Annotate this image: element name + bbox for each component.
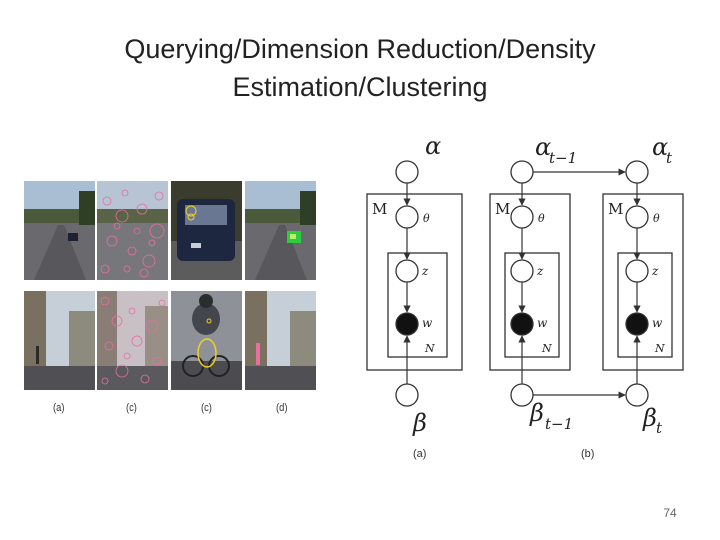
beta-t-subscript: t <box>656 419 663 437</box>
photo-car-closeup <box>171 181 242 280</box>
model-a: α M θ z w N β (a) <box>366 132 463 460</box>
w-label-a: w <box>422 316 433 330</box>
beta-prev-subscript: t−1 <box>545 415 573 433</box>
theta-node-a <box>395 205 419 229</box>
w-label-t: w <box>652 316 663 330</box>
w-node-prev <box>510 312 534 336</box>
beta-t-node <box>625 383 649 407</box>
theta-node-t <box>625 205 649 229</box>
plate-n-a <box>387 252 448 358</box>
plate-m-label-t: M <box>608 200 623 218</box>
alpha-t-subscript: t <box>666 149 673 167</box>
z-node-prev <box>510 259 534 283</box>
alpha-prev-symbol: α <box>535 133 551 161</box>
w-node-a <box>395 312 419 336</box>
plate-n-prev <box>504 252 560 358</box>
plate-n-label-prev: N <box>541 342 552 355</box>
theta-node-prev <box>510 205 534 229</box>
alpha-symbol: α <box>425 132 441 160</box>
z-label-a: z <box>421 264 429 278</box>
plate-m-label-a: M <box>372 200 387 218</box>
alpha-t-symbol: α <box>652 133 668 161</box>
slide-title-line-1: Querying/Dimension Reduction/Density <box>124 34 596 64</box>
photo-label-1: (a) <box>53 402 65 414</box>
photo-street-original <box>24 291 95 390</box>
model-a-label: (a) <box>413 448 426 460</box>
photo-cyclist <box>171 291 242 390</box>
page-number: 74 <box>663 506 677 520</box>
beta-node-a <box>395 383 419 407</box>
alpha-node <box>395 160 419 184</box>
plate-m-label-prev: M <box>495 200 510 218</box>
photo-highway-interest-points <box>97 181 168 280</box>
photo-label-4: (d) <box>276 402 288 414</box>
plate-n-label-a: N <box>424 342 435 355</box>
plate-m-prev <box>489 193 571 371</box>
theta-label-prev: θ <box>538 212 545 225</box>
photo-street-detection <box>245 291 316 390</box>
alpha-prev-subscript: t−1 <box>549 149 577 167</box>
plate-m-a <box>366 193 463 371</box>
slide-title-line-2: Estimation/Clustering <box>232 72 488 102</box>
z-label-t: z <box>651 264 659 278</box>
z-node-a <box>395 259 419 283</box>
slide-title: Querying/Dimension Reduction/Density Est… <box>0 30 720 106</box>
w-node-t <box>625 312 649 336</box>
z-node-t <box>625 259 649 283</box>
model-b: α t−1 α t M θ z w N M θ z w N <box>489 133 684 460</box>
theta-label-t: θ <box>653 212 660 225</box>
plate-n-label-t: N <box>654 342 665 355</box>
photo-label-2: (c) <box>125 402 137 414</box>
model-b-label: (b) <box>581 448 594 460</box>
w-label-prev: w <box>537 316 548 330</box>
alpha-t-node <box>625 160 649 184</box>
beta-prev-symbol: β <box>529 399 544 427</box>
plate-n-t <box>617 252 673 358</box>
theta-label-a: θ <box>423 212 430 225</box>
photo-highway-original <box>24 181 95 280</box>
beta-symbol: β <box>412 409 427 437</box>
plate-m-t <box>602 193 684 371</box>
photo-street-interest-points <box>97 291 168 390</box>
photo-label-3: (c) <box>200 402 212 414</box>
alpha-prev-node <box>510 160 534 184</box>
beta-t-symbol: β <box>642 404 657 432</box>
photo-highway-detection <box>245 181 316 280</box>
z-label-prev: z <box>536 264 544 278</box>
